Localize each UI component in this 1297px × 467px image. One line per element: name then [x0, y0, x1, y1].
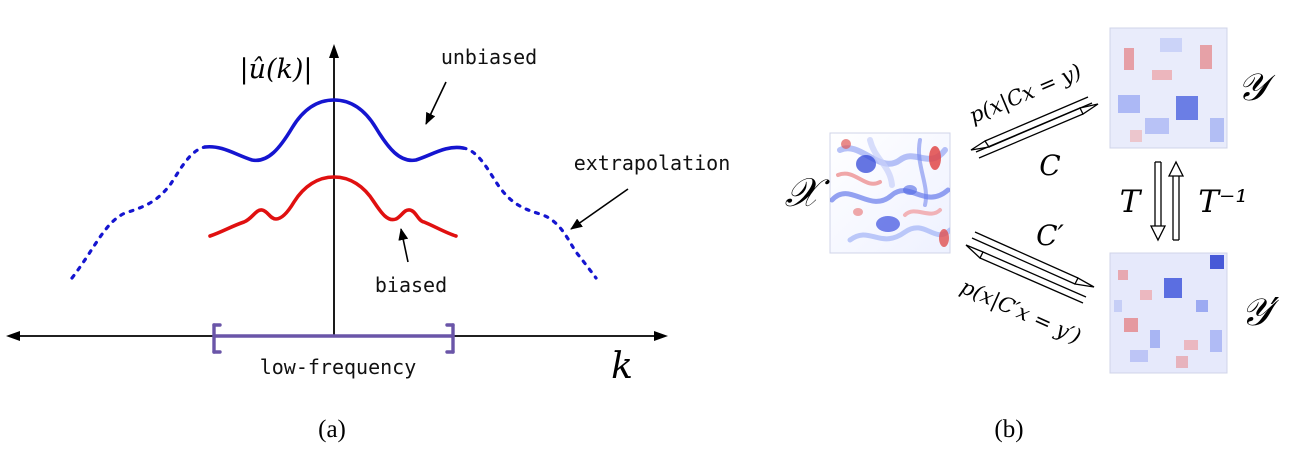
down-map-label: T	[1120, 184, 1143, 220]
node-y-prime-label: 𝒴′	[1241, 290, 1280, 334]
panel-a-caption: (a)	[318, 416, 346, 443]
y-field-image	[1109, 27, 1228, 149]
top-condition-label: p(x|Cx = y)	[966, 59, 1086, 129]
panel-a: |û(k)| k unbiased biased extrapolation l…	[6, 44, 730, 443]
unbiased-label: unbiased	[441, 45, 537, 69]
biased-pointer-arrow	[398, 228, 409, 263]
extrapolation-curve-right	[461, 146, 598, 280]
x-axis-left-arrow	[6, 331, 20, 341]
up-map-label: T⁻¹	[1198, 184, 1247, 220]
panel-b-caption: (b)	[994, 416, 1023, 443]
extrapolation-label: extrapolation	[574, 151, 731, 175]
y-axis-label: |û(k)|	[239, 54, 312, 85]
top-double-arrow	[970, 96, 1099, 159]
x-field-image	[829, 132, 951, 254]
node-y-label: 𝒴	[1237, 65, 1276, 109]
y-prime-field-image	[1109, 252, 1228, 374]
x-axis-label: k	[611, 346, 633, 387]
bottom-map-label: C′	[1036, 219, 1064, 252]
bottom-condition-label: p(x|C′x = y′)	[957, 274, 1085, 349]
low-frequency-label: low-frequency	[260, 355, 417, 379]
bottom-double-arrow	[965, 231, 1095, 304]
extrapolation-pointer-arrow	[570, 188, 629, 230]
vertical-double-arrow	[1149, 160, 1185, 242]
x-axis-right-arrow	[654, 331, 668, 341]
extrapolation-curve-left	[70, 145, 207, 280]
node-x-label: 𝒳	[785, 170, 831, 216]
low-frequency-bracket	[212, 323, 455, 354]
unbiased-curve	[203, 98, 465, 163]
top-map-label: C	[1039, 149, 1060, 182]
panel-b: 𝒳 𝒴 𝒴′ p(x|Cx = y) C C′ p(x|C′x = y′) T …	[785, 27, 1280, 443]
y-axis-arrow	[329, 44, 339, 58]
biased-label: biased	[375, 273, 447, 297]
unbiased-pointer-arrow	[425, 81, 447, 125]
biased-curve	[208, 175, 458, 238]
